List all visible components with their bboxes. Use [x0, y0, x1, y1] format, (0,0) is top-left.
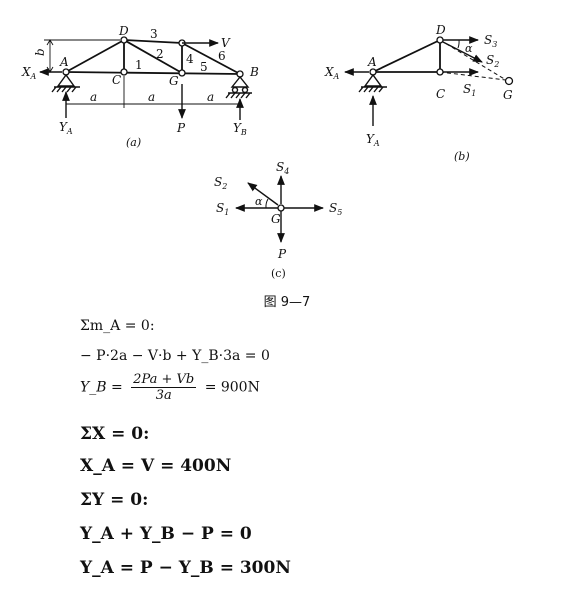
equation-4: ΣX = 0:	[80, 424, 150, 444]
member-2-label: 2	[156, 47, 164, 61]
equation-1: Σm_A = 0:	[80, 318, 155, 334]
equation-3-lhs: Y_B =	[80, 379, 123, 396]
equation-3-rhs: = 900N	[204, 379, 260, 396]
label-C-a: C	[112, 73, 121, 87]
equation-7: Y_A + Y_B − P = 0	[80, 524, 252, 544]
hatch-B	[225, 92, 251, 99]
member-3-label: 3	[150, 27, 158, 41]
equation-3-numerator: 2Pa + Vb	[131, 372, 197, 388]
S4-label-c: S4	[276, 160, 289, 176]
equation-2: − P·2a − V·b + Y_B·3a = 0	[80, 348, 270, 364]
label-D-b: D	[435, 23, 446, 37]
joint-C-b	[436, 68, 444, 76]
member-1-label: 1	[135, 58, 143, 72]
figure-a-label: (a)	[126, 136, 141, 149]
label-G-c: G	[271, 212, 281, 226]
figure-caption: 图 9—7	[263, 295, 311, 310]
S1-label-b: S1	[463, 82, 476, 98]
member-6-label: 6	[218, 49, 226, 63]
dim-b-label: b	[33, 48, 47, 56]
joint-G-c	[277, 204, 285, 212]
label-B-a: B	[249, 65, 259, 79]
YA-label-b: YA	[366, 132, 380, 148]
load-P-label: P	[176, 121, 186, 135]
label-G-b: G	[503, 88, 513, 102]
label-D-a: D	[118, 24, 129, 38]
XA-label-a: XA	[21, 65, 37, 81]
member-5-label: 5	[200, 60, 208, 74]
S1-label-c: S1	[216, 201, 229, 217]
P-label-c: P	[277, 247, 287, 261]
equation-3-denominator: 3a	[155, 388, 172, 403]
dim-a1-label: a	[90, 90, 97, 104]
YB-label-a: YB	[233, 121, 247, 137]
equation-3-fraction: 2Pa + Vb 3a	[131, 372, 197, 403]
S2-arrow-c	[247, 182, 279, 206]
label-A-a: A	[59, 55, 69, 69]
roller-support-B	[230, 75, 250, 88]
hatch-A	[51, 86, 77, 93]
equation-8: Y_A = P − Y_B = 300N	[80, 558, 291, 578]
dim-a3-label: a	[207, 90, 214, 104]
truss-members-a	[65, 39, 241, 75]
S2-label-b: S2	[486, 53, 499, 69]
joint-C	[120, 68, 128, 76]
angle-alpha-c: α	[255, 195, 263, 208]
label-C-b: C	[436, 87, 445, 101]
pin-support-A-b	[363, 73, 383, 87]
label-G-a: G	[169, 74, 179, 88]
equation-5: X_A = V = 400N	[80, 456, 232, 476]
pin-support-A	[56, 73, 76, 87]
YA-label-a: YA	[59, 120, 73, 136]
angle-alpha-b: α	[465, 42, 473, 55]
load-V-label: V	[221, 36, 231, 50]
dashed-line-b	[439, 71, 507, 81]
figure-c-label: (c)	[271, 267, 286, 280]
dimensions-a	[44, 39, 241, 108]
S2-label-c: S2	[214, 175, 227, 191]
point-G-b	[504, 76, 514, 86]
label-A-b: A	[367, 55, 377, 69]
S3-label-b: S3	[484, 33, 497, 49]
S2-arrow-b	[442, 41, 483, 63]
XA-label-b: XA	[324, 65, 340, 81]
dim-a2-label: a	[148, 90, 155, 104]
joint-D	[120, 36, 128, 44]
S5-label-c: S5	[329, 201, 342, 217]
truss-members-b	[372, 39, 441, 73]
equation-6: ΣY = 0:	[80, 490, 149, 510]
joint-G	[178, 69, 186, 77]
truss-figure-a: D A C G B 3 1 2 4 5 6 V P b a a a XA YA …	[21, 23, 514, 280]
member-4-label: 4	[186, 52, 194, 66]
joint-D-b	[436, 36, 444, 44]
equation-3: Y_B = 2Pa + Vb 3a = 900N	[80, 372, 260, 403]
figure-b-label: (b)	[454, 150, 470, 163]
